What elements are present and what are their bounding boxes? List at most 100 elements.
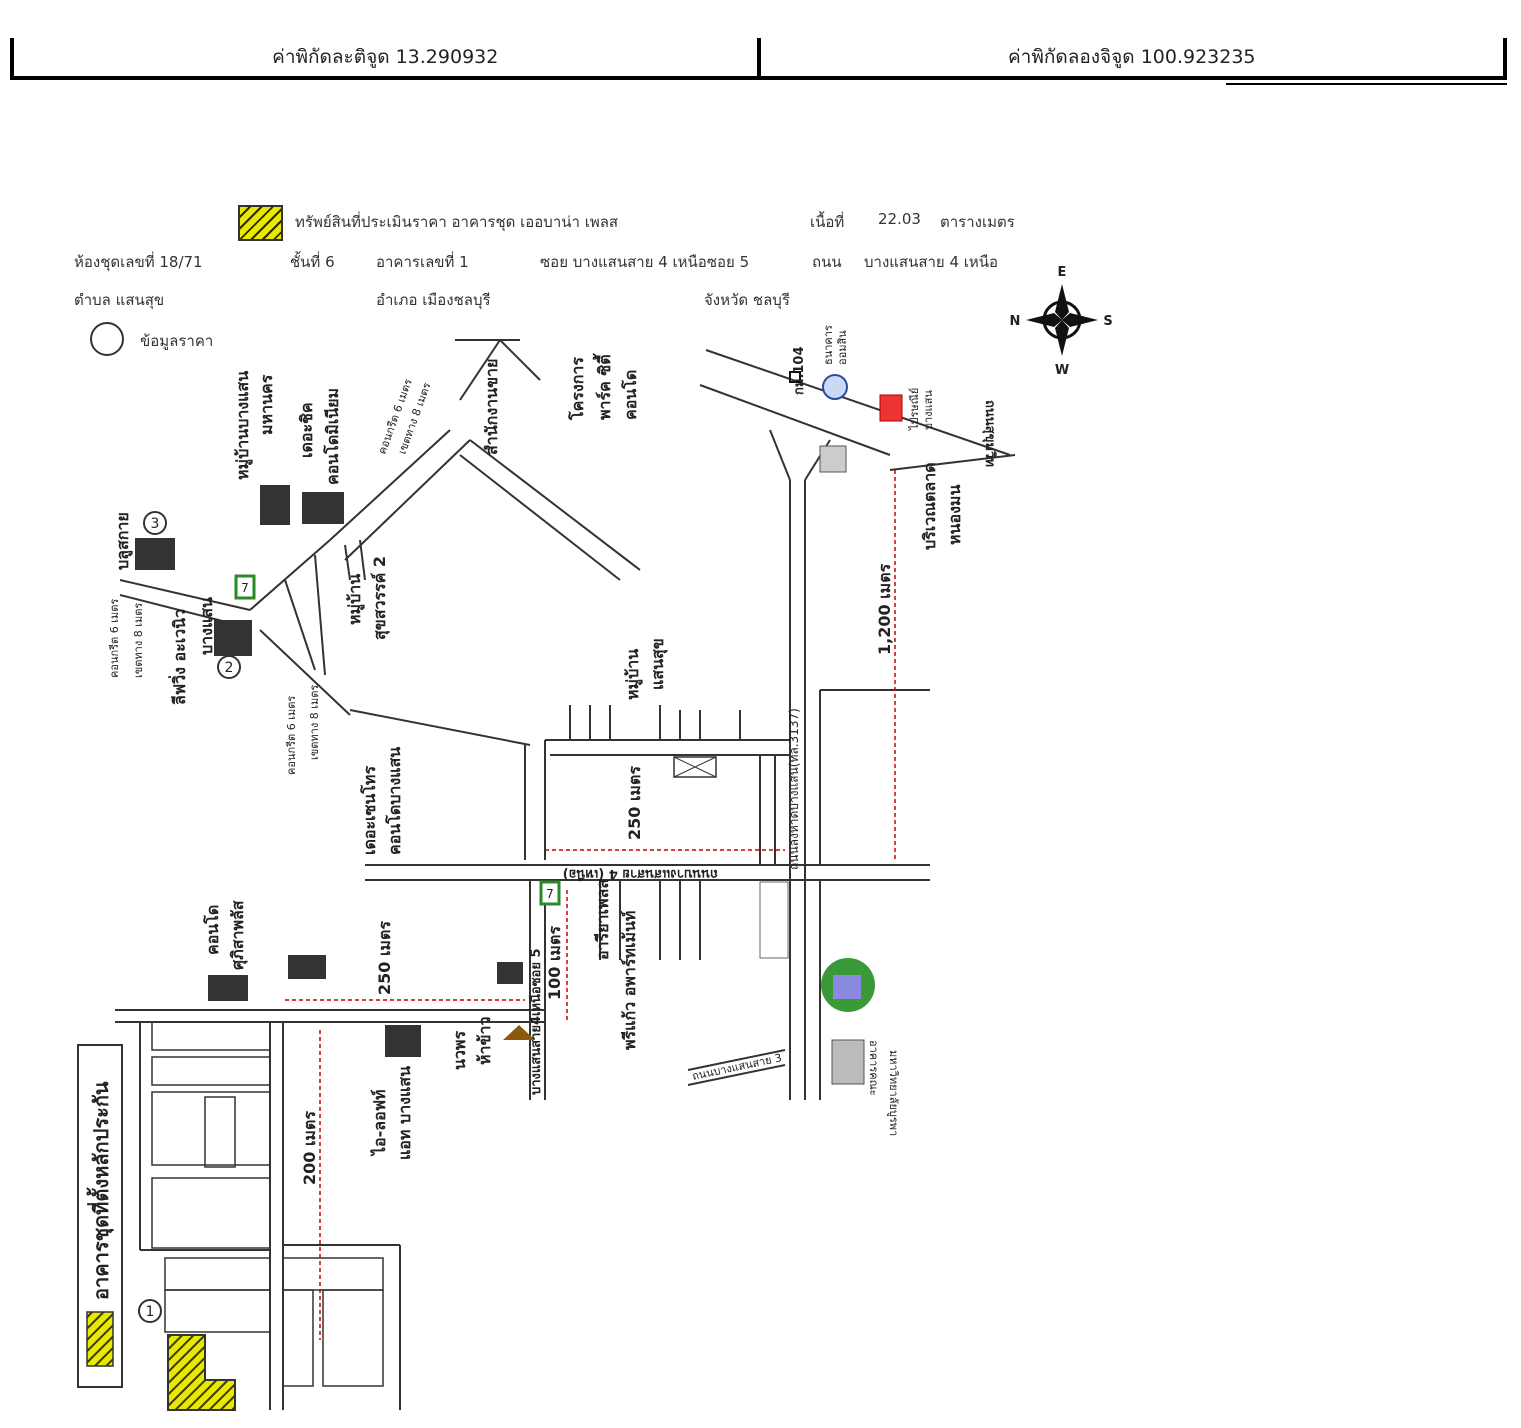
label-condo-supisa: คอนโด xyxy=(202,905,222,955)
price-legend-label: ข้อมูลราคา xyxy=(140,332,214,350)
bank-icon xyxy=(822,374,848,400)
label-project: โครงการ xyxy=(567,357,587,421)
label-200m: 200 เมตร xyxy=(300,1111,319,1185)
price-marker-2 xyxy=(217,655,241,679)
label-1200m: 1,200 เมตร xyxy=(875,563,894,655)
collateral-title-box xyxy=(77,1044,123,1388)
label-sales-office: สำนักงานขาย xyxy=(482,359,501,455)
label-km104: กม.104 xyxy=(792,346,807,395)
label-bluesky: บลูสกาย xyxy=(113,512,134,570)
mall-icon xyxy=(759,881,789,959)
price-legend-circle xyxy=(90,322,124,356)
price-markers: 3 2 1 xyxy=(138,511,241,1323)
district: อำเภอ เมืองชลบุรี xyxy=(376,291,491,309)
gas-station-icon xyxy=(819,445,847,473)
label-iloft: ไอ-ลอฟท์ xyxy=(370,1089,389,1157)
label-living-avenue: ลีฟวิ่ง อะเวนิว xyxy=(168,609,189,705)
unit-number: ห้องชุดเลขที่ 18/71 xyxy=(74,253,203,271)
svg-text:2: 2 xyxy=(225,660,234,676)
soi-name: ซอย บางแสนสาย 4 เหนือซอย 5 xyxy=(540,253,750,271)
road-value: บางแสนสาย 4 เหนือ xyxy=(864,253,999,271)
svg-text:3: 3 xyxy=(151,516,160,532)
note-width-1: เขตทาง 8 เมตร xyxy=(132,603,145,678)
building-icon xyxy=(385,1025,421,1057)
note-concrete-1: คอนกรีต 6 เมตร xyxy=(108,599,121,678)
longitude-label: ค่าพิกัดลองจิจูด 100.923235 xyxy=(1007,46,1256,68)
label-condominium: คอนโดมิเนียม xyxy=(322,388,342,485)
province: จังหวัด ชลบุรี xyxy=(704,291,790,309)
property-legend-swatch xyxy=(238,205,283,241)
area-label: เนื้อที่ xyxy=(810,213,845,231)
convenience-store-icon xyxy=(539,880,561,906)
property-legend-label: ทรัพย์สินที่ประเมินราคา อาคารชุด เออบาน่… xyxy=(295,213,619,231)
label-post-bangsaen: บางแสน xyxy=(922,390,935,430)
building-icon xyxy=(288,955,326,979)
label-bangsaen: บางแสน xyxy=(197,597,216,655)
compass-icon: E W N S xyxy=(1010,265,1113,378)
label-soi5: บางแสนสาย4เหนือซอย 5 xyxy=(528,948,544,1095)
label-university: มหาวิทยาลัยบูรพา xyxy=(887,1050,900,1136)
compass-w: W xyxy=(1055,363,1069,378)
label-post: ไปรษณีย์ xyxy=(908,388,921,431)
building-number: อาคารเลขที่ 1 xyxy=(376,253,469,271)
restaurant-icon xyxy=(503,1025,535,1040)
label-the-chic: เดอะชิค xyxy=(297,402,316,458)
collateral-swatch xyxy=(86,1311,114,1367)
building-icon xyxy=(260,485,290,525)
label-village-saensuk: หมู่บ้าน xyxy=(623,649,644,700)
building-icon xyxy=(214,620,252,656)
label-supisa-plus: ศุภิสาพลัส xyxy=(228,900,248,970)
label-faculty: อาคารคณะ xyxy=(867,1040,880,1096)
label-nawaporn: นวพร xyxy=(450,1031,469,1070)
label-sukhsawat-2: สุขสวรรค์ 2 xyxy=(370,556,390,640)
svg-text:1: 1 xyxy=(146,1304,155,1320)
area-value: 22.03 xyxy=(878,210,921,228)
svg-text:7: 7 xyxy=(546,887,554,901)
note-width-2: เขตทาง 8 เมตร xyxy=(308,685,321,760)
note-concrete-2: คอนกรีต 6 เมตร xyxy=(285,696,298,775)
label-condo: คอนโด xyxy=(620,370,640,420)
label-areeya: อารียาเพลส xyxy=(593,879,612,960)
collateral-title: อาคารชุดที่ตั้งหลักประกัน xyxy=(86,1081,114,1300)
area-unit: ตารางเมตร xyxy=(940,213,1015,231)
label-road-main: ถนนบางแสนสาย 4 (เหนือ) xyxy=(563,866,718,882)
price-marker-1 xyxy=(138,1299,162,1323)
building-icon xyxy=(302,492,344,524)
store-icons: 7 7 xyxy=(234,574,561,906)
label-iloft-bangsaen: แอท บางแสน xyxy=(395,1066,414,1160)
roads xyxy=(115,349,1016,1410)
label-sukhumvit: ถนนสุขุมวิท xyxy=(982,400,997,467)
faculty-building-icon xyxy=(831,1039,865,1085)
label-the-sentro: เดอะเซนโทร xyxy=(359,766,379,855)
lots xyxy=(151,1021,384,1387)
label-100m: 100 เมตร xyxy=(545,926,564,1000)
label-park-city: พาร์ค ซิตี้ xyxy=(592,353,614,420)
coordinate-bar-underline xyxy=(1226,83,1507,85)
dorm-icon xyxy=(673,756,717,778)
post-office-icon xyxy=(879,394,903,422)
building-icons xyxy=(135,485,523,1057)
collateral-polygon xyxy=(167,1334,236,1411)
road-sukhumvit-a xyxy=(705,349,1011,456)
label-bank: ธนาคาร xyxy=(822,325,835,365)
label-nongmon: หนองมน xyxy=(945,485,964,545)
label-phraeo: พรีแก้ว อพาร์ทเม้นท์ xyxy=(620,911,639,1050)
convenience-store-icon xyxy=(234,574,256,600)
label-market: บริเวณตลาด xyxy=(920,462,939,550)
building-icon xyxy=(208,975,248,1001)
label-village-bangsaen: หมู่บ้านบางแสน xyxy=(233,371,254,480)
compass-n: N xyxy=(1010,314,1021,329)
label-village-sukhsawat: หมู่บ้าน xyxy=(345,574,366,625)
building-icon xyxy=(135,538,175,570)
svg-text:7: 7 xyxy=(241,581,249,595)
floor-number: ชั้นที่ 6 xyxy=(290,253,335,271)
label-bangsaen-3: ถนนบางแสนสาย 3 xyxy=(691,1051,783,1083)
subdistrict: ตำบล แสนสุข xyxy=(74,291,165,309)
label-250m-left: 250 เมตร xyxy=(375,921,394,995)
coordinate-bar: ค่าพิกัดละติจูด 13.290932 ค่าพิกัดลองจิจ… xyxy=(10,38,1507,80)
compass-s: S xyxy=(1103,314,1112,329)
label-hakhao: ห้าข้าว xyxy=(475,1017,494,1065)
label-condo-bangsaen: คอนโดบางแสน xyxy=(384,747,404,855)
label-road-3137: ถนนลงหาดบางแสน(ทล.3137) xyxy=(787,708,801,870)
